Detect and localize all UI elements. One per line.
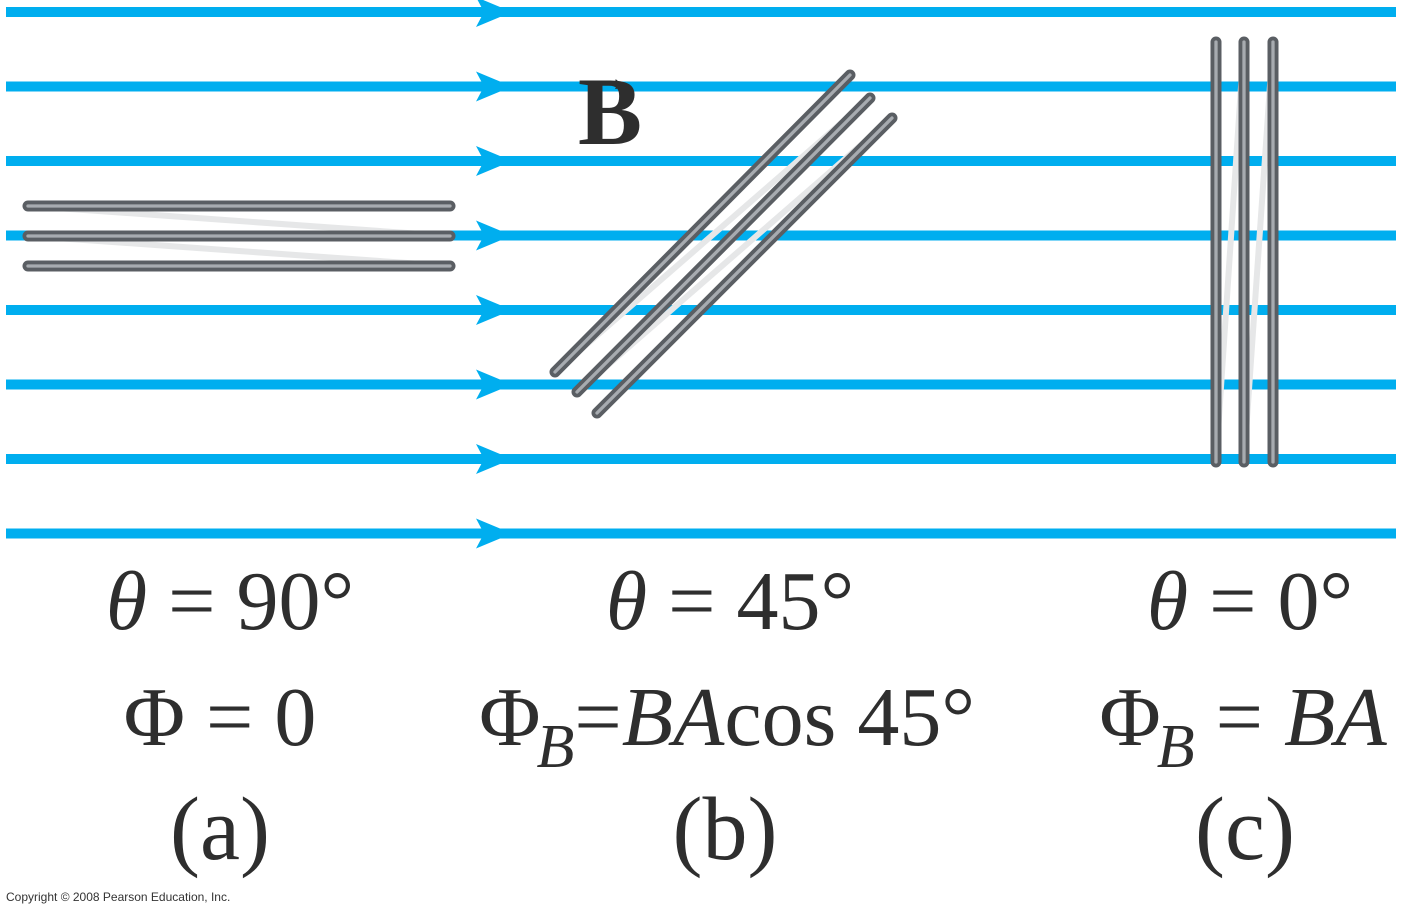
field-line: [6, 156, 1396, 166]
field-arrow-icon: [476, 71, 512, 102]
field-arrow-icon: [476, 518, 512, 549]
field-arrow-icon: [476, 220, 512, 251]
wire-highlight: [595, 116, 894, 415]
field-line: [6, 528, 1396, 539]
field-line: [6, 379, 1396, 390]
wire-highlight: [575, 96, 872, 394]
panel-b-label: (b): [672, 780, 778, 879]
wire-highlight: [553, 73, 852, 374]
field-line: [6, 81, 1396, 92]
panel-b-angle: θ = 45°: [605, 555, 855, 648]
magnetic-field-vector-label: → B: [578, 58, 642, 160]
panel-c-flux: ΦB = BA: [1099, 671, 1387, 781]
panel-a-angle: θ = 90°: [105, 555, 355, 648]
vector-arrow-icon: →: [590, 55, 630, 100]
panel-c-label: (c): [1195, 780, 1295, 879]
panel-a-label: (a): [170, 780, 270, 879]
panel-c-angle: θ = 0°: [1146, 555, 1354, 648]
field-arrow-icon: [476, 146, 512, 176]
field-symbol: B: [578, 58, 643, 165]
panel-b-flux: ΦB=BAcos 45°: [479, 671, 975, 781]
panel-a-flux: Φ = 0: [123, 671, 317, 764]
field-arrow-icon: [476, 444, 512, 474]
field-arrow-icon: [476, 295, 512, 325]
copyright-notice: Copyright © 2008 Pearson Education, Inc.: [6, 890, 231, 904]
field-line: [6, 230, 1396, 241]
field-line: [6, 454, 1396, 464]
field-arrow-icon: [476, 369, 512, 400]
field-arrow-icon: [476, 0, 512, 27]
coil-loops: [22, 36, 1279, 468]
field-line: [6, 7, 1396, 17]
